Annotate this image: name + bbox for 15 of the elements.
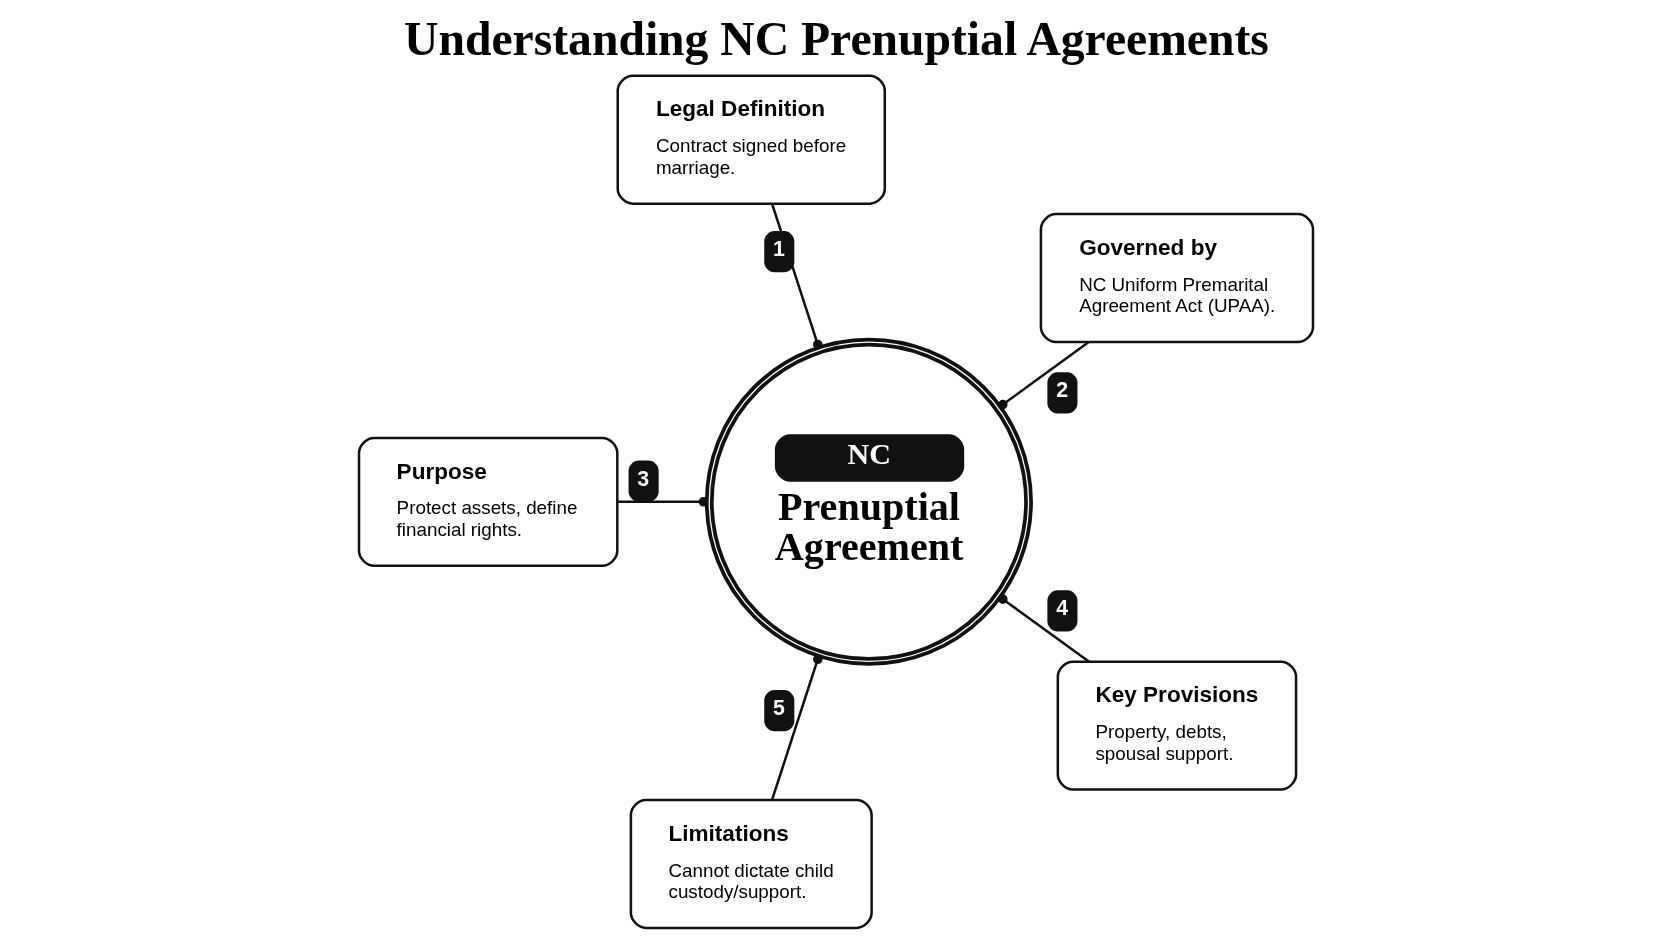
node-box: Legal Definition Contract signed before marriage. (616, 74, 887, 205)
diagram-title: Understanding NC Prenuptial Agreements (404, 12, 1269, 65)
edge-label: 3 (637, 466, 650, 491)
edge-label: 4 (1056, 596, 1069, 621)
edge-label: 2 (1056, 378, 1069, 403)
node-box: Limitations Cannot dictate child custody/support. (629, 798, 873, 930)
connector (770, 654, 823, 801)
node-box: Governed by NC Uniform Premarital Agreement Act (UPAA). (1039, 212, 1315, 344)
node-box: Key Provisions Property, debts, spousal support. (1056, 660, 1298, 791)
node-box: Purpose Protect assets, define financial rights. (357, 436, 619, 568)
edge-label: 5 (773, 696, 785, 721)
connector (617, 497, 709, 507)
connector (998, 341, 1090, 410)
connector (998, 594, 1090, 663)
edge-label: 1 (773, 237, 785, 262)
